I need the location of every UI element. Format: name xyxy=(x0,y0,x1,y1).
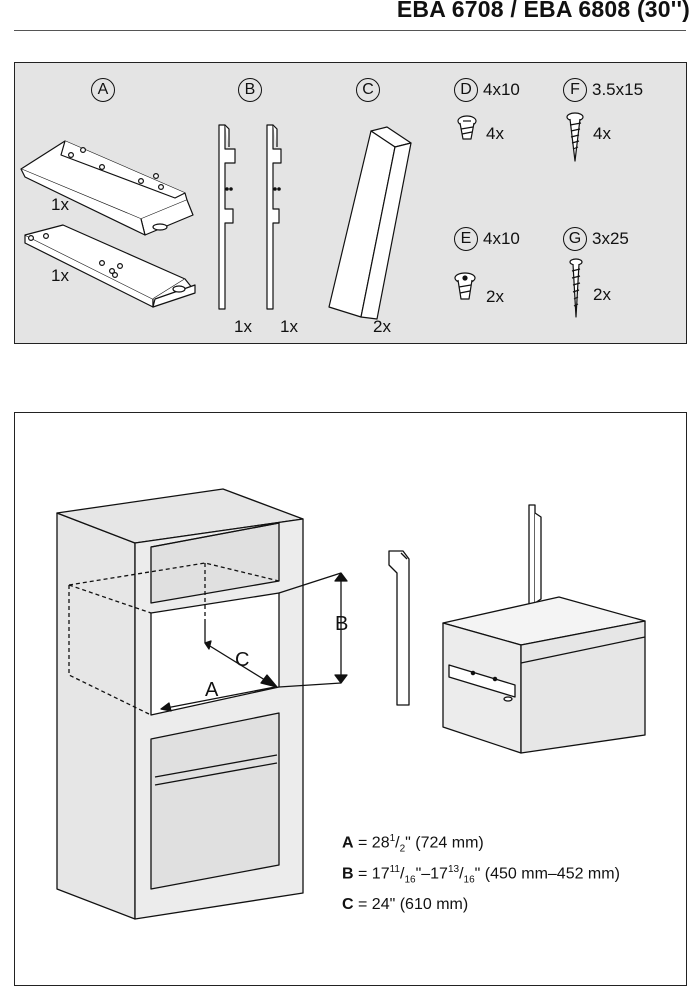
part-b-qty-left: 1x xyxy=(234,317,252,336)
rail-b-left-illustration xyxy=(218,124,236,310)
parts-panel: A B C D F E G 4x10 3.5x15 4x10 3x25 1x 1… xyxy=(14,62,687,344)
side-rail-illustration xyxy=(388,550,410,706)
part-e-qty: 2x xyxy=(486,287,504,306)
rail-b-right-illustration xyxy=(266,124,282,310)
part-label-c: C xyxy=(356,78,380,102)
dimension-b-text: B = 1711/16"–1713/16" (450 mm–452 mm) xyxy=(342,864,620,886)
dimension-label-b: B xyxy=(335,613,349,635)
bracket-a-bottom-illustration xyxy=(24,224,196,308)
screw-g-illustration xyxy=(569,258,583,318)
part-label-b: B xyxy=(238,78,262,102)
oven-unit-illustration xyxy=(442,504,646,754)
screw-f-illustration xyxy=(566,112,584,162)
header-title: EBA 6708 / EBA 6808 (30'') xyxy=(396,0,690,22)
part-label-f: F xyxy=(563,78,587,102)
screw-d-illustration xyxy=(457,115,477,140)
part-f-size: 3.5x15 xyxy=(592,80,644,99)
part-g-size: 3x25 xyxy=(592,229,629,248)
dimension-lines xyxy=(160,572,348,712)
installation-illustration xyxy=(56,488,646,920)
part-c-qty: 2x xyxy=(373,317,391,336)
parts-illustrations xyxy=(20,112,584,320)
header-rule xyxy=(14,30,686,31)
part-label-a: A xyxy=(91,78,115,102)
part-e-size: 4x10 xyxy=(483,229,520,248)
cabinet-illustration xyxy=(56,488,304,920)
part-a-qty-top: 1x xyxy=(51,195,69,214)
part-label-e: E xyxy=(454,227,478,251)
cover-strip-c-illustration xyxy=(328,126,412,320)
part-label-d: D xyxy=(454,78,478,102)
dimension-c-text: C = 24" (610 mm) xyxy=(342,896,469,913)
part-g-qty: 2x xyxy=(593,285,611,304)
bracket-a-top-illustration xyxy=(20,140,194,236)
dimension-label-c: C xyxy=(235,649,250,671)
part-d-qty: 4x xyxy=(486,124,504,143)
part-b-qty-right: 1x xyxy=(280,317,298,336)
dimension-a-text: A = 281/2" (724 mm) xyxy=(342,833,484,855)
screw-e-illustration xyxy=(454,272,476,300)
part-f-qty: 4x xyxy=(593,124,611,143)
part-label-g: G xyxy=(563,227,587,251)
part-a-qty-bottom: 1x xyxy=(51,266,69,285)
dimension-label-a: A xyxy=(205,679,219,701)
installation-panel: B C A A = 281/2" (724 mm) B = 1711/16"–1… xyxy=(14,412,687,986)
part-d-size: 4x10 xyxy=(483,80,520,99)
